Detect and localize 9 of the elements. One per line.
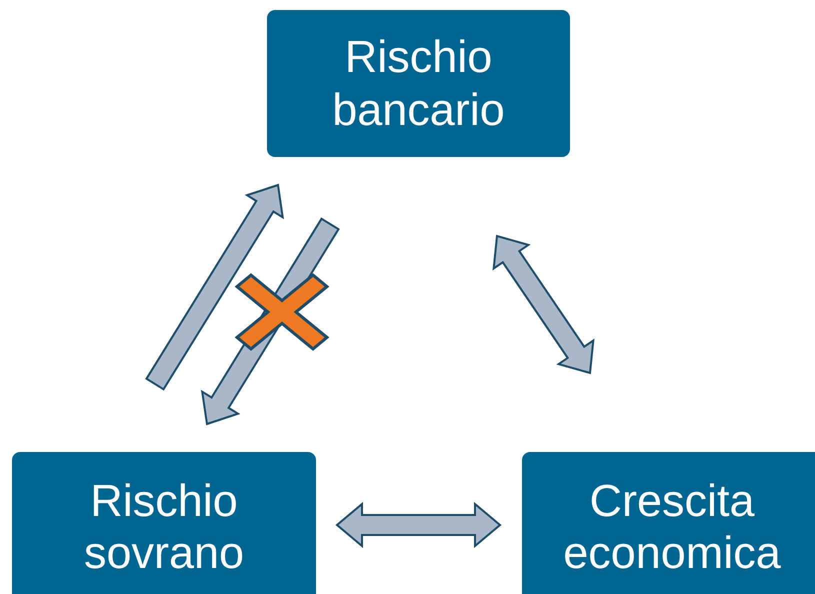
process-box: [267, 10, 570, 157]
block-arrow: [335, 502, 502, 548]
block-arrow: [145, 184, 284, 391]
box-label: Crescita economica: [562, 474, 782, 580]
box-label: Rischio bancario: [331, 31, 506, 136]
process-box: [522, 452, 815, 594]
box-label: Rischio sovrano: [82, 474, 246, 580]
process-box: [12, 452, 316, 594]
block-arrow: [492, 234, 595, 374]
